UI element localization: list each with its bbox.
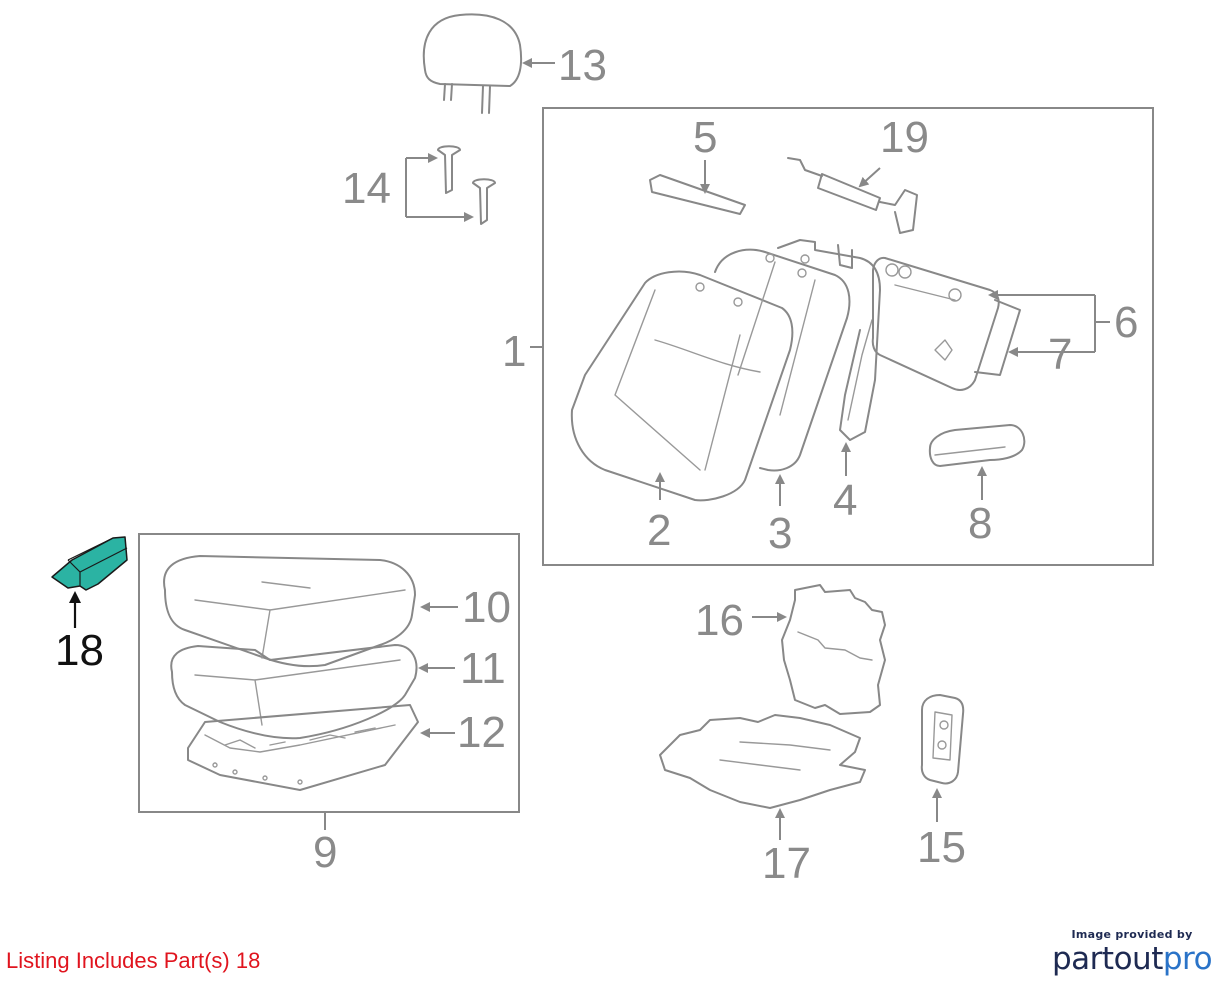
part-3-seatback-pad[interactable]	[714, 248, 851, 506]
part-18-highlighted[interactable]	[51, 536, 128, 628]
callout-7: 7	[1048, 330, 1072, 379]
brand-provided-by: Image provided by	[1071, 928, 1193, 941]
part-12-seat-frame[interactable]	[187, 704, 455, 791]
callout-10: 10	[462, 583, 511, 632]
brand-name: partoutpro	[1052, 941, 1213, 977]
callout-15: 15	[917, 823, 966, 872]
brand-name-part1: partout	[1052, 941, 1163, 977]
callout-9: 9	[313, 828, 337, 877]
callout-13: 13	[558, 41, 607, 90]
part-8-armrest[interactable]	[928, 424, 1026, 500]
part-19-lumbar-cable[interactable]	[787, 157, 918, 234]
part-6-back-panel[interactable]	[871, 256, 1000, 391]
callout-12: 12	[457, 708, 506, 757]
brand-name-part2: pro	[1162, 941, 1213, 977]
callout-14: 14	[342, 164, 391, 213]
callout-6-7-leaders	[988, 290, 1110, 357]
part-10-cushion-cover[interactable]	[163, 555, 458, 668]
part-7-back-board[interactable]	[974, 299, 1021, 376]
part-2-seatback-cover[interactable]	[570, 270, 794, 502]
part-13-headrest[interactable]	[422, 13, 555, 114]
listing-includes-note: Listing Includes Part(s) 18	[6, 948, 261, 973]
callout-8: 8	[968, 499, 992, 548]
callout-11: 11	[460, 644, 506, 693]
brand-logo: Image provided by partoutpro	[1052, 928, 1213, 977]
callout-5: 5	[693, 113, 717, 162]
part-15-switch[interactable]	[920, 694, 965, 822]
part-5-trim[interactable]	[649, 160, 746, 215]
callout-1: 1	[502, 327, 526, 376]
callout-16: 16	[695, 596, 744, 645]
part-4-seatback-frame[interactable]	[777, 239, 881, 476]
part-16-seat-heater-back[interactable]	[752, 584, 886, 715]
callout-3: 3	[768, 509, 792, 558]
callout-19: 19	[880, 113, 929, 162]
callout-18: 18	[55, 626, 104, 675]
callout-17: 17	[762, 839, 811, 888]
callout-2: 2	[647, 506, 671, 555]
callout-4: 4	[833, 476, 857, 525]
part-11-cushion-pad[interactable]	[170, 644, 455, 740]
seat-cushion-group-box	[138, 533, 520, 813]
callout-6: 6	[1114, 298, 1138, 347]
seatback-group-box	[542, 107, 1154, 566]
part-17-seat-heater-cushion[interactable]	[659, 714, 866, 840]
part-14-headrest-guides[interactable]	[405, 145, 496, 225]
